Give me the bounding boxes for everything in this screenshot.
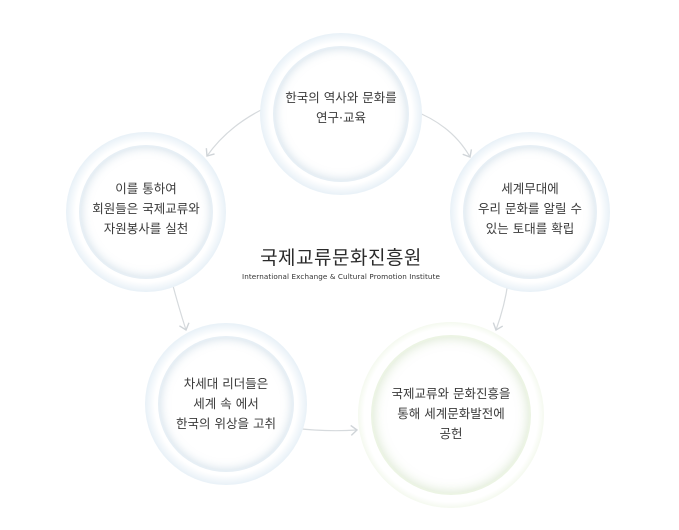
node-right-line-3: 있는 토대를 확립 [485,221,575,236]
node-left-label: 이를 통하여 회원들은 국제교류와 자원봉사를 실천 [92,179,199,239]
node-top-label: 한국의 역사와 문화를 연구·교육 [285,88,396,128]
node-right-line-2: 우리 문화를 알릴 수 [478,201,582,216]
node-bottom-right-line-3: 공헌 [439,426,463,441]
node-right-label: 세계무대에 우리 문화를 알릴 수 있는 토대를 확립 [478,179,582,239]
node-bottom-right-line-2: 통해 세계문화발전에 [397,406,505,421]
node-top: 한국의 역사와 문화를 연구·교육 [260,33,422,195]
node-top-line-2: 연구·교육 [316,110,366,125]
node-bottom-left-line-1: 차세대 리더들은 [183,376,269,391]
node-bottom-right: 국제교류와 문화진흥을 통해 세계문화발전에 공헌 [358,322,544,508]
node-left-line-1: 이를 통하여 [115,181,177,196]
arrow-top-to-left [205,107,266,157]
arrow-left-to-bottom-left [171,281,190,332]
node-bottom-left-label: 차세대 리더들은 세계 속 에서 한국의 위상을 고취 [176,374,276,434]
node-left: 이를 통하여 회원들은 국제교류와 자원봉사를 실천 [66,132,226,292]
node-top-line-1: 한국의 역사와 문화를 [285,90,397,105]
center-title: 국제교류문화진흥원 [260,247,422,269]
node-bottom-right-label: 국제교류와 문화진흥을 통해 세계문화발전에 공헌 [392,384,511,444]
node-bottom-right-line-1: 국제교류와 문화진흥을 [391,386,511,401]
center-subtitle: International Exchange & Cultural Promot… [241,272,441,281]
node-bottom-left: 차세대 리더들은 세계 속 에서 한국의 위상을 고취 [145,323,307,485]
node-right: 세계무대에 우리 문화를 알릴 수 있는 토대를 확립 [450,132,610,292]
node-left-line-2: 회원들은 국제교류와 [92,201,200,216]
node-bottom-left-line-2: 세계 속 에서 [193,396,259,411]
node-bottom-left-line-3: 한국의 위상을 고취 [176,416,276,431]
node-left-line-3: 자원봉사를 실천 [103,221,189,236]
node-right-line-1: 세계무대에 [501,181,559,196]
arrow-right-to-bottom-right [492,281,509,332]
